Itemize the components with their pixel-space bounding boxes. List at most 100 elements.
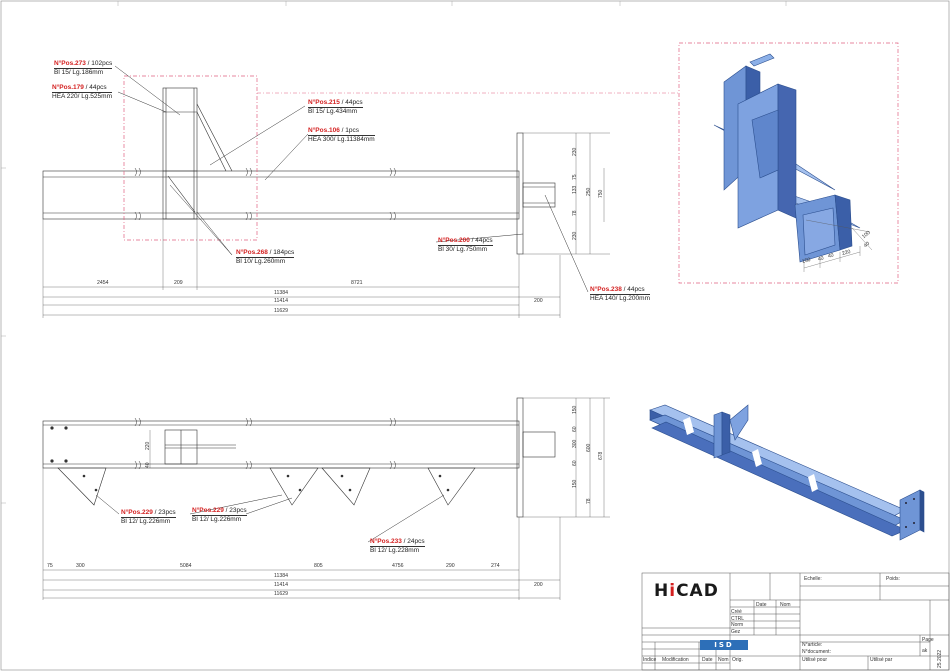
part-label-106: N°Pos.106 / 1pcs HEA 300/ Lg.11384mm	[308, 127, 375, 144]
qty: / 44pcs	[621, 286, 645, 293]
date-header-2: Date	[702, 657, 713, 663]
logo-rest: CAD	[676, 581, 719, 601]
dim-b-total-1: 11384	[274, 573, 289, 579]
qty: / 24pcs	[401, 538, 425, 545]
vdim-b-1: 150	[572, 405, 578, 414]
dim-seg-3: 8721	[351, 280, 363, 286]
part-label-215: N°Pos.215 / 44pcs Bl 15/ Lg.434mm	[308, 99, 363, 116]
vdim-b-2: 60	[572, 426, 578, 432]
orig-label: Orig.	[732, 657, 743, 663]
part-label-179: N°Pos.179 / 44pcs HEA 220/ Lg.525mm	[52, 84, 112, 101]
pos-number: N°Pos.106	[308, 127, 340, 134]
part-desc: HEA 220/ Lg.525mm	[52, 93, 112, 100]
page-label: Page	[922, 637, 934, 643]
poids-label: Poids:	[886, 576, 900, 582]
dim-b-total-3: 11629	[274, 591, 289, 597]
pos-number: N°Pos.200	[438, 237, 470, 244]
detail-3d-dims	[803, 219, 873, 272]
dim-b-seg-5: 4756	[392, 563, 404, 569]
part-desc: Bl 12/ Lg.226mm	[192, 516, 242, 523]
part-label-238: N°Pos.238 / 44pcs HEA 140/ Lg.200mm	[590, 286, 650, 303]
vdim-b-6: 150	[572, 479, 578, 488]
year-label: 25.2022	[937, 649, 943, 668]
top-beam-elevation	[42, 87, 556, 255]
dimension-lines-top	[42, 132, 610, 318]
detail-frame-top	[123, 75, 258, 241]
part-desc: Bl 12/ Lg.226mm	[121, 518, 171, 525]
vdim-7: 230	[572, 231, 578, 240]
vdim-b-8: 78	[586, 498, 592, 504]
qty: / 1pcs	[339, 127, 360, 134]
pos-number: N°Pos.268	[236, 249, 268, 256]
dim-b-seg-3: 5084	[180, 563, 192, 569]
dim-b-seg-1: 75	[47, 563, 53, 569]
ctrl-label: CTRL	[731, 616, 745, 622]
iso-bolt-holes	[905, 498, 915, 528]
vdim-b-left-1: 220	[145, 441, 151, 450]
iso-break-gaps	[683, 417, 818, 492]
bottom-beam-plan	[42, 397, 556, 518]
dim-b-seg-6: 290	[446, 563, 455, 569]
gez-label: Gez	[731, 629, 741, 635]
dim-total-2: 11414	[274, 298, 289, 304]
isd-logo: ISD	[700, 640, 748, 650]
part-desc: Bl 10/ Lg.260mm	[236, 258, 286, 265]
nom-header-2: Nom	[718, 657, 729, 663]
leaders-bottom	[95, 494, 445, 543]
indice-header: Indice	[643, 657, 657, 663]
vdim-4: 250	[586, 187, 592, 196]
pos-number: N°Pos.229	[121, 509, 153, 516]
norm-label: Norm	[731, 622, 744, 628]
part-label-229-a: N°Pos.229 / 23pcs Bl 12/ Lg.226mm	[121, 509, 176, 526]
vdim-1: 230	[572, 147, 578, 156]
vdim-b-left-2: 40	[145, 462, 151, 468]
vdim-2: 75	[572, 174, 578, 180]
dim-seg-1: 2454	[97, 280, 109, 286]
pos-number: N°Pos.238	[590, 286, 622, 293]
dim-plate: 200	[534, 298, 543, 304]
dim-b-seg-7: 274	[491, 563, 500, 569]
detail-frame-3d	[678, 42, 899, 284]
dim-total-1: 11384	[274, 290, 289, 296]
dim-b-seg-2: 300	[76, 563, 85, 569]
pos-number: N°Pos.233	[370, 538, 402, 545]
part-label-268: N°Pos.268 / 184pcs Bl 10/ Lg.260mm	[236, 249, 295, 266]
part-label-229-b: N°Pos.229 / 23pcs Bl 12/ Lg.226mm	[192, 507, 247, 524]
vdim-b-4: 600	[586, 443, 592, 452]
dim-b-seg-4: 805	[314, 563, 323, 569]
qty: / 44pcs	[469, 237, 493, 244]
page-number: ak	[922, 648, 928, 654]
pos-number: N°Pos.215	[308, 99, 340, 106]
logo-h: H	[654, 581, 670, 601]
part-desc: Bl 15/ Lg.434mm	[308, 108, 358, 115]
part-desc: Bl 30/ Lg.750mm	[438, 246, 488, 253]
dim-b-plate: 200	[534, 582, 543, 588]
echelle-label: Echelle:	[804, 576, 822, 582]
vdim-5: 750	[598, 189, 604, 198]
leaders-top	[114, 65, 589, 293]
pos-number: N°Pos.179	[52, 84, 84, 91]
qty: / 44pcs	[83, 84, 107, 91]
qty: / 44pcs	[339, 99, 363, 106]
vdim-3: 133	[572, 185, 578, 194]
date-header: Date	[756, 602, 767, 608]
iso-3d-model	[649, 404, 925, 541]
detail-3d-model	[713, 53, 861, 263]
vdim-6: 78	[572, 210, 578, 216]
part-label-233: N°Pos.233 / 24pcs Bl 12/ Lg.228mm	[370, 538, 425, 555]
bolt-holes	[50, 426, 450, 492]
qty: / 23pcs	[223, 507, 247, 514]
dim-seg-2: 209	[174, 280, 183, 286]
qty: / 102pcs	[85, 60, 113, 67]
article-label: N°article:	[802, 642, 823, 648]
qty: / 184pcs	[267, 249, 295, 256]
part-desc: Bl 12/ Lg.228mm	[370, 547, 420, 554]
modification-header: Modification	[662, 657, 689, 663]
utilise-par-label: Utilisé par	[870, 657, 893, 663]
nom-header: Nom	[780, 602, 791, 608]
vdim-b-5: 60	[572, 460, 578, 466]
qty: / 23pcs	[152, 509, 176, 516]
border-ticks	[1, 1, 787, 504]
